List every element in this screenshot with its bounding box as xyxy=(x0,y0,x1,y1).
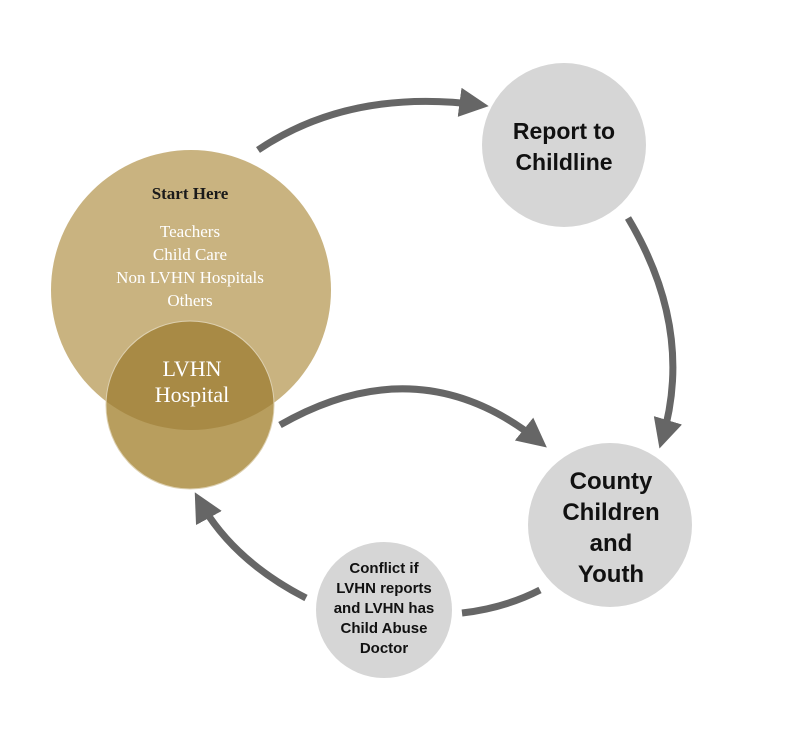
county-line-3: and xyxy=(589,530,633,557)
lvhn-line-1: LVHN xyxy=(162,356,222,381)
childline-label: Report to Childline xyxy=(480,116,648,178)
arrow-childline-to-county xyxy=(624,216,682,449)
arrow-lvhn-to-county xyxy=(278,385,547,448)
start-here-heading: Start Here xyxy=(151,184,229,203)
list-item: Others xyxy=(167,291,213,310)
county-line-1: County xyxy=(569,468,653,495)
list-item: Child Care xyxy=(152,245,228,264)
list-item: Non LVHN Hospitals xyxy=(116,268,264,287)
county-circle xyxy=(528,443,692,607)
overlap-region xyxy=(106,321,274,430)
conflict-line-1: Conflict if xyxy=(349,560,419,577)
arrow-start-to-childline xyxy=(256,87,489,153)
county-line-4: Youth xyxy=(577,561,645,588)
start-here-list: Teachers Child Care Non LVHN Hospitals O… xyxy=(70,220,310,312)
county-line-2: Children xyxy=(562,499,660,526)
county-label: County Children and Youth xyxy=(528,466,694,590)
lvhn-hospital-label: LVHN Hospital xyxy=(110,356,274,408)
arrow-conflict-to-lvhn xyxy=(194,492,308,602)
conflict-line-4: Child Abuse xyxy=(340,620,428,637)
arrow-county-to-conflict xyxy=(461,586,542,617)
conflict-line-5: Doctor xyxy=(359,640,409,657)
childline-line-2: Childline xyxy=(515,149,613,175)
conflict-label: Conflict if LVHN reports and LVHN has Ch… xyxy=(316,559,452,659)
childline-line-1: Report to xyxy=(512,118,616,144)
lvhn-hospital-outline xyxy=(105,320,275,490)
childline-circle xyxy=(482,63,646,227)
conflict-circle xyxy=(316,542,452,678)
list-item: Teachers xyxy=(159,222,221,241)
conflict-line-2: LVHN reports xyxy=(336,580,432,597)
conflict-line-3: and LVHN has xyxy=(333,600,435,617)
lvhn-line-2: Hospital xyxy=(154,382,230,407)
